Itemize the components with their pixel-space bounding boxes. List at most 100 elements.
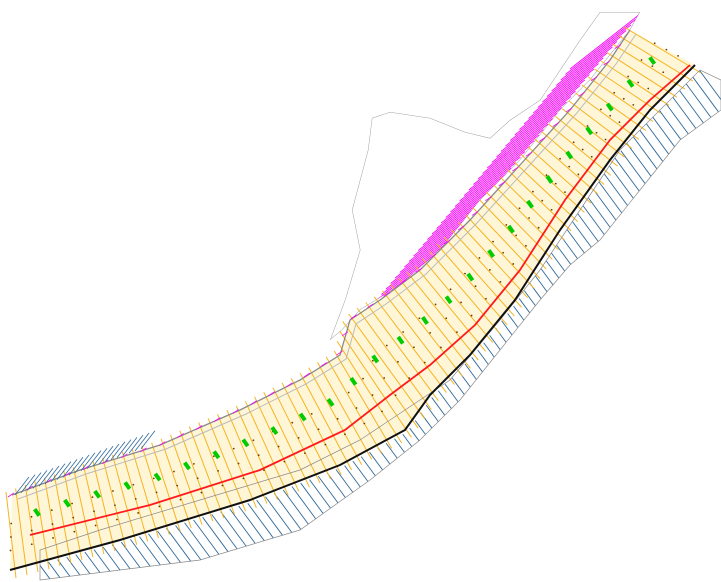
section-dot	[317, 428, 320, 431]
magenta-tick	[565, 107, 573, 113]
magenta-tick	[590, 76, 598, 82]
magenta-hatch-line	[565, 19, 636, 75]
section-dot	[9, 536, 12, 538]
cross-section-lines	[5, 26, 702, 579]
blue-hatch-line	[175, 525, 204, 564]
green-marker	[123, 481, 132, 491]
blue-left-line	[38, 467, 54, 487]
section-dot	[9, 549, 12, 552]
magenta-tick	[214, 417, 221, 422]
blue-hatch-line	[683, 80, 713, 119]
blue-left-line	[50, 463, 66, 483]
magenta-hatch-line	[473, 129, 544, 185]
section-dot	[371, 394, 374, 396]
channel-fill	[10, 30, 695, 570]
blue-hatch-line	[352, 460, 382, 500]
cross-section-line	[382, 290, 455, 385]
cross-section-line	[594, 68, 662, 114]
magenta-tick	[485, 196, 492, 202]
blue-left-line	[62, 459, 78, 478]
magenta-tick	[350, 314, 357, 320]
blue-hatch-line	[326, 472, 356, 512]
magenta-hatch-line	[440, 167, 512, 224]
green-marker	[63, 498, 71, 508]
blue-hatch-line	[385, 442, 415, 482]
section-dot	[137, 512, 140, 514]
green-marker	[153, 472, 162, 482]
blue-hatch-line	[238, 505, 268, 545]
blue-hatch-line	[111, 544, 141, 580]
section-dot	[324, 443, 327, 446]
blue-hatch-line	[559, 234, 589, 274]
cross-section-line	[272, 387, 321, 484]
section-dot	[532, 190, 534, 193]
green-marker	[507, 224, 515, 234]
section-dot	[651, 65, 654, 68]
section-dot	[537, 226, 540, 229]
section-dot	[445, 317, 448, 320]
section-dot	[632, 103, 635, 106]
magenta-hatch-line	[427, 184, 498, 240]
section-dot	[554, 182, 557, 185]
magenta-hatch-line	[546, 41, 618, 97]
section-dot	[408, 377, 411, 379]
cross-section-line	[15, 488, 28, 576]
blue-left-line	[32, 470, 48, 489]
magenta-tick	[498, 181, 506, 187]
green-marker	[648, 56, 657, 66]
section-dot	[237, 462, 240, 465]
green-marker	[466, 272, 475, 282]
section-dot	[152, 477, 155, 480]
blue-hatch-line	[84, 551, 114, 580]
section-dots	[9, 42, 679, 552]
section-dot	[93, 510, 95, 513]
blue-hatch-line	[669, 93, 699, 132]
magenta-tick	[512, 166, 519, 172]
blue-left-line	[134, 432, 150, 452]
magenta-tick	[336, 350, 343, 356]
cross-section-line	[141, 445, 170, 535]
section-dot	[158, 505, 161, 508]
cross-section-line	[587, 76, 654, 123]
cross-section-line	[581, 84, 647, 131]
magenta-tick	[399, 279, 406, 285]
section-dot	[604, 138, 607, 141]
blue-hatch-line	[632, 135, 662, 175]
blue-hatch-line	[309, 479, 338, 518]
section-dot	[310, 412, 313, 415]
section-dot	[116, 518, 118, 521]
section-dot	[242, 477, 245, 480]
blue-hatch-line	[689, 73, 719, 112]
magenta-hatch-line	[569, 13, 640, 70]
cross-section-line	[317, 362, 373, 460]
section-dot	[371, 359, 374, 362]
section-dot	[502, 251, 505, 254]
blue-hatch-line	[394, 438, 423, 478]
cross-section-line	[170, 434, 203, 525]
magenta-tick	[341, 331, 349, 337]
blue-hatch-line	[451, 377, 481, 416]
magenta-tick	[443, 239, 451, 245]
cross-section-line	[465, 214, 535, 289]
cross-section-line	[179, 430, 214, 522]
black-baseline	[9, 64, 696, 571]
blue-hatch-line	[608, 165, 638, 204]
section-dot	[423, 361, 426, 364]
blue-left-line	[104, 443, 120, 463]
magenta-tick	[268, 391, 275, 397]
blue-hatch-line	[696, 70, 721, 106]
magenta-tick	[614, 44, 622, 49]
blue-left-line	[20, 474, 36, 494]
magenta-hatch-line	[514, 79, 586, 136]
cross-section-line	[623, 26, 702, 74]
cross-section-line	[406, 271, 479, 361]
blue-region-outline	[39, 69, 721, 581]
green-marker	[585, 126, 594, 136]
magenta-hatch-line	[404, 211, 475, 268]
blue-hatch-line	[523, 290, 553, 329]
cross-section-line	[527, 146, 592, 204]
blue-hatch-line	[663, 100, 692, 139]
cross-section-line	[160, 438, 192, 529]
green-marker	[605, 102, 614, 112]
cross-section-line	[574, 92, 640, 140]
